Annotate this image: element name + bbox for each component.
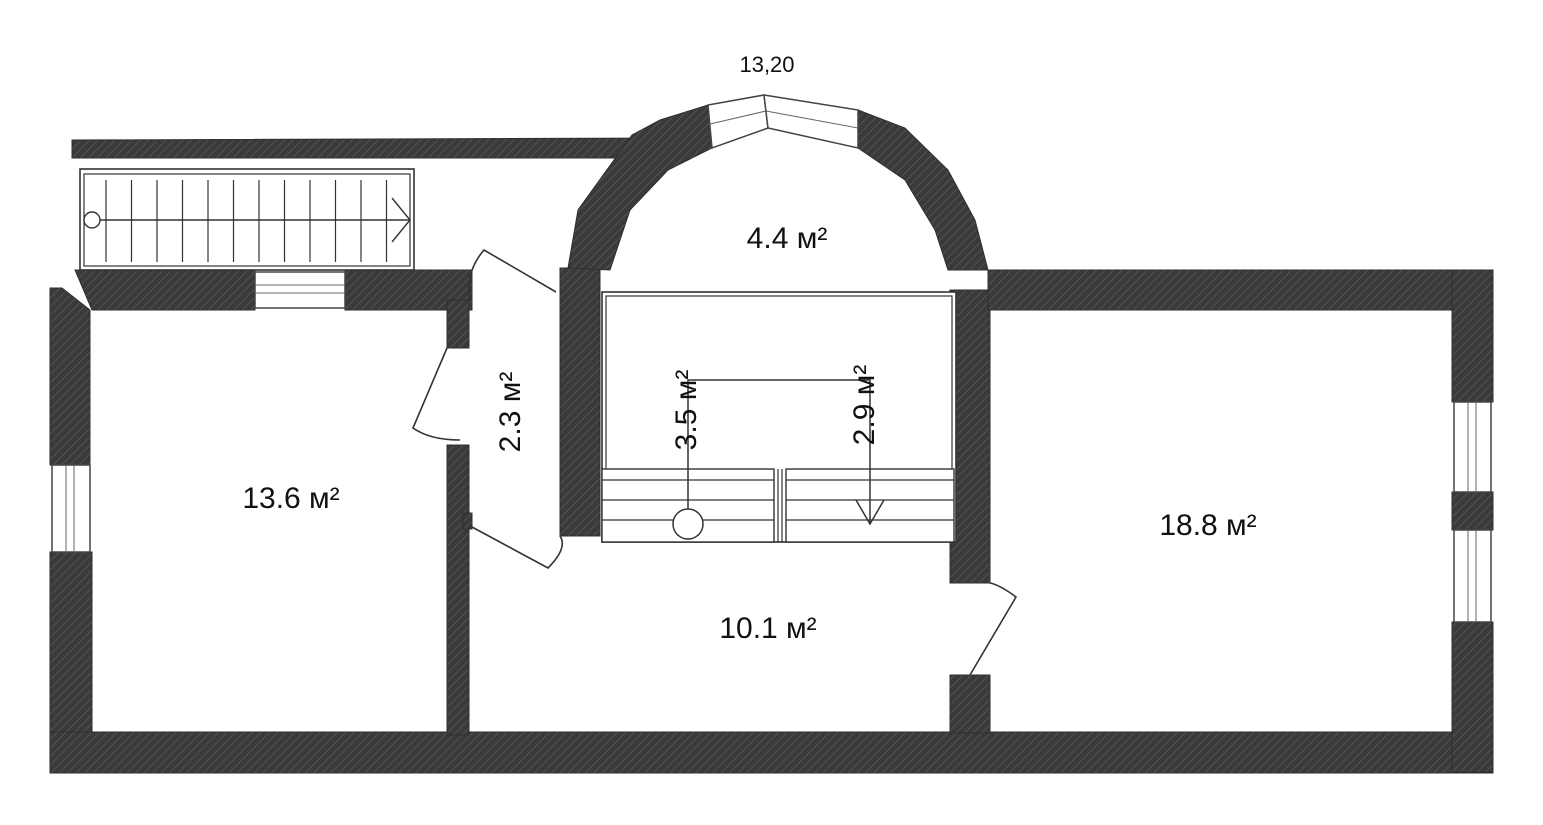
left-partition-top [446,299,470,349]
stair-arrow [391,197,411,243]
window-right-upper [1453,401,1492,493]
stair-start-marker [83,211,101,229]
window-apse-left [707,94,769,150]
room-area-2-3: 2.3 м² [494,372,527,453]
stair-top-left [79,168,415,271]
door-right-room-swing [969,582,1018,676]
stair-left-wall [559,267,601,537]
stair-hall [601,291,957,543]
room-area-2-9: 2.9 м² [848,365,881,446]
window-right-lower [1453,529,1492,623]
room-area-4-4: 4.4 м² [747,222,828,255]
stair-right-wall-lower [949,674,991,734]
window-apse-right [763,94,859,149]
dimension-label: 13,20 [739,52,794,77]
door-small-room-top-swing [468,248,557,301]
stair-hall-arrow [855,499,885,526]
room-area-18-8: 18.8 м² [1159,509,1256,542]
stair-tread-lines [105,180,388,262]
right-room-top-wall [987,269,1494,311]
left-partition-lower [446,444,470,736]
right-outer-wall-top [1451,269,1494,403]
right-outer-wall-bottom [1451,621,1494,773]
walls [49,104,1494,774]
windows [51,94,1492,623]
room-area-13-6: 13.6 м² [242,482,339,515]
left-room-top-wall [74,269,256,311]
room-area-10-1: 10.1 м² [719,612,816,645]
door-small-room-bottom-swing [471,526,564,569]
apse-right-wall [857,109,989,271]
doors [412,248,1018,676]
left-partition-tab [462,512,473,530]
stair-walk-line [687,379,871,524]
window-left-top [254,271,346,309]
right-outer-wall-middle [1451,491,1494,531]
door-left-room-swing [412,347,461,441]
window-left-side [51,464,91,553]
bottom-wall [49,731,1494,774]
top-left-strip-wall [71,137,661,159]
stair-hall-start-marker [672,508,704,540]
labels: 13,20 13.6 м² 2.3 м² 4.4 м² 3.5 м² 2.9 м… [242,52,1256,645]
apse-left-wall [567,104,713,271]
left-corner-wall [49,287,91,466]
room-area-3-5: 3.5 м² [670,370,703,451]
